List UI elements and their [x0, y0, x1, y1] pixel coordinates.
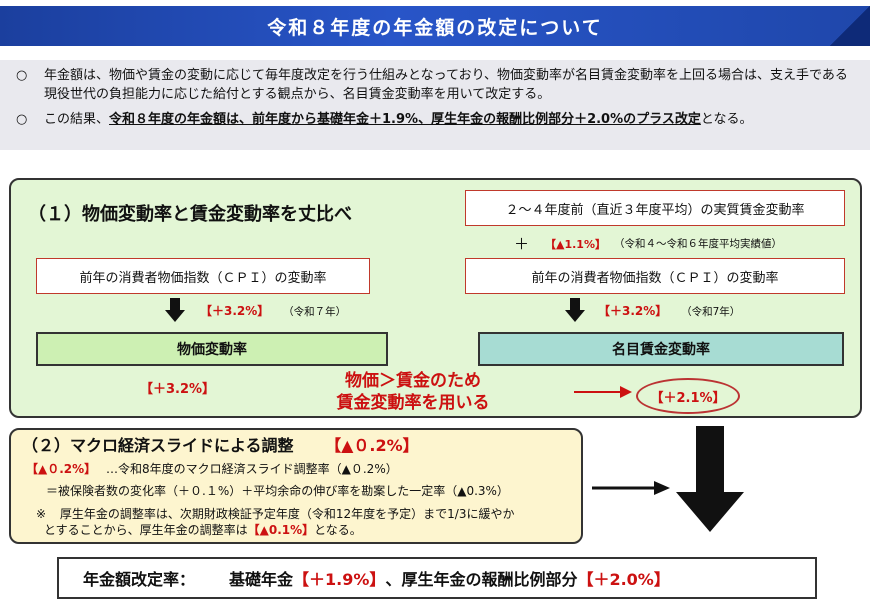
summary-basic-label: 基礎年金 [229, 570, 294, 589]
page-header: 令和８年度の年金額の改定について [0, 6, 870, 46]
nominal-wage-value: 【＋2.1%】 [650, 390, 726, 406]
intro-paragraph-1: ○ 年金額は、物価や賃金の変動に応じて毎年度改定を行う仕組みとなっており、物価変… [14, 66, 856, 104]
intro-text-2-emphasis: 令和８年度の年金額は、前年度から基礎年金＋1.9%、厚生年金の報酬比例部分＋2.… [109, 112, 701, 127]
summary-basic-value: 【＋1.9%】 [293, 570, 386, 589]
cpi-box-left: 前年の消費者物価指数（ＣＰＩ）の変動率 [36, 258, 370, 294]
summary-separator: 、 [385, 570, 402, 589]
section2-panel [9, 428, 583, 544]
section2-note-line2-value: 【▲0.1%】 [247, 523, 315, 537]
cpi-note-left: （令和７年） [283, 306, 347, 318]
section2-note-line2-post: となる。 [314, 523, 362, 537]
section2-line1-text: …令和8年度のマクロ経済スライド調整率（▲０.2%） [106, 462, 398, 476]
intro-block: ○ 年金額は、物価や賃金の変動に応じて毎年度改定を行う仕組みとなっており、物価変… [0, 60, 870, 150]
section2-title: （２）マクロ経済スライドによる調整 [22, 436, 294, 455]
cpi-box-right: 前年の消費者物価指数（ＣＰＩ）の変動率 [465, 258, 845, 294]
cpi-value-left-number: 【＋3.2%】 [200, 304, 270, 318]
real-wage-box: ２～４年度前（直近３年度平均）の実質賃金変動率 [465, 190, 845, 226]
comparison-note-line1: 物価＞賃金のため [345, 371, 481, 391]
nominal-wage-change-rate-box: 名目賃金変動率 [478, 332, 844, 366]
cpi-value-right: 【＋3.2%】 （令和7年） [598, 302, 740, 319]
summary-employee-label: 厚生年金の報酬比例部分 [401, 570, 578, 589]
plus-sign: ＋ [514, 235, 530, 253]
intro-paragraph-2: ○ この結果、令和８年度の年金額は、前年度から基礎年金＋1.9%、厚生年金の報酬… [14, 110, 856, 129]
real-wage-value-row: ＋ 【▲1.1%】 （令和４～令和６年度平均実績値） [514, 233, 782, 254]
right-arrow-icon [574, 386, 632, 398]
section2-title-row: （２）マクロ経済スライドによる調整 【▲０.2%】 [22, 432, 419, 456]
cpi-value-right-number: 【＋3.2%】 [598, 304, 668, 318]
comparison-note-line2: 賃金変動率を用いる [336, 393, 490, 413]
section2-note-line1: 厚生年金の調整率は、次期財政検証予定年度（令和12年度を予定）まで1/3に緩やか [59, 507, 515, 521]
section2-title-value: 【▲０.2%】 [325, 436, 419, 455]
section2-note: ※ 厚生年金の調整率は、次期財政検証予定年度（令和12年度を予定）まで1/3に緩… [36, 506, 514, 538]
summary-label: 年金額改定率： [83, 570, 196, 589]
cpi-note-right: （令和7年） [681, 306, 741, 318]
cpi-value-left: 【＋3.2%】 （令和７年） [200, 302, 346, 319]
bullet-icon: ○ [16, 112, 28, 127]
page-title: 令和８年度の年金額の改定について [267, 16, 603, 39]
price-change-rate-box: 物価変動率 [36, 332, 388, 366]
price-change-rate-value: 【＋3.2%】 [140, 382, 216, 397]
section2-line1: 【▲０.2%】 …令和8年度のマクロ経済スライド調整率（▲０.2%） [26, 460, 398, 477]
comparison-note: 物価＞賃金のため 賃金変動率を用いる [318, 370, 508, 414]
note-mark: ※ [36, 507, 47, 521]
section2-note-line2-pre: とすることから、厚生年金の調整率は [44, 523, 248, 537]
right-arrow-black-icon [592, 481, 670, 495]
real-wage-value: 【▲1.1%】 [545, 237, 606, 251]
summary-box: 年金額改定率： 基礎年金 【＋1.9%】 、 厚生年金の報酬比例部分 【＋2.0… [57, 557, 817, 599]
section2-line1-value: 【▲０.2%】 [26, 462, 97, 476]
nominal-wage-value-circle: 【＋2.1%】 [636, 378, 740, 414]
section2-line2: ＝被保険者数の変化率（＋０.１%）＋平均余命の伸び率を勘案した一定率（▲0.3%… [46, 484, 509, 498]
intro-text-2-pre: この結果、 [44, 112, 110, 127]
real-wage-note: （令和４～令和６年度平均実績値） [613, 238, 782, 250]
summary-employee-value: 【＋2.0%】 [577, 570, 670, 589]
section1-title: （１）物価変動率と賃金変動率を丈比べ [28, 204, 352, 225]
intro-text-2-post: となる。 [700, 112, 753, 127]
intro-text-1: 年金額は、物価や賃金の変動に応じて毎年度改定を行う仕組みとなっており、物価変動率… [44, 68, 848, 102]
big-down-arrow-icon [676, 426, 744, 532]
down-arrow-icon [565, 298, 585, 322]
down-arrow-icon [165, 298, 185, 322]
bullet-icon: ○ [16, 68, 28, 83]
